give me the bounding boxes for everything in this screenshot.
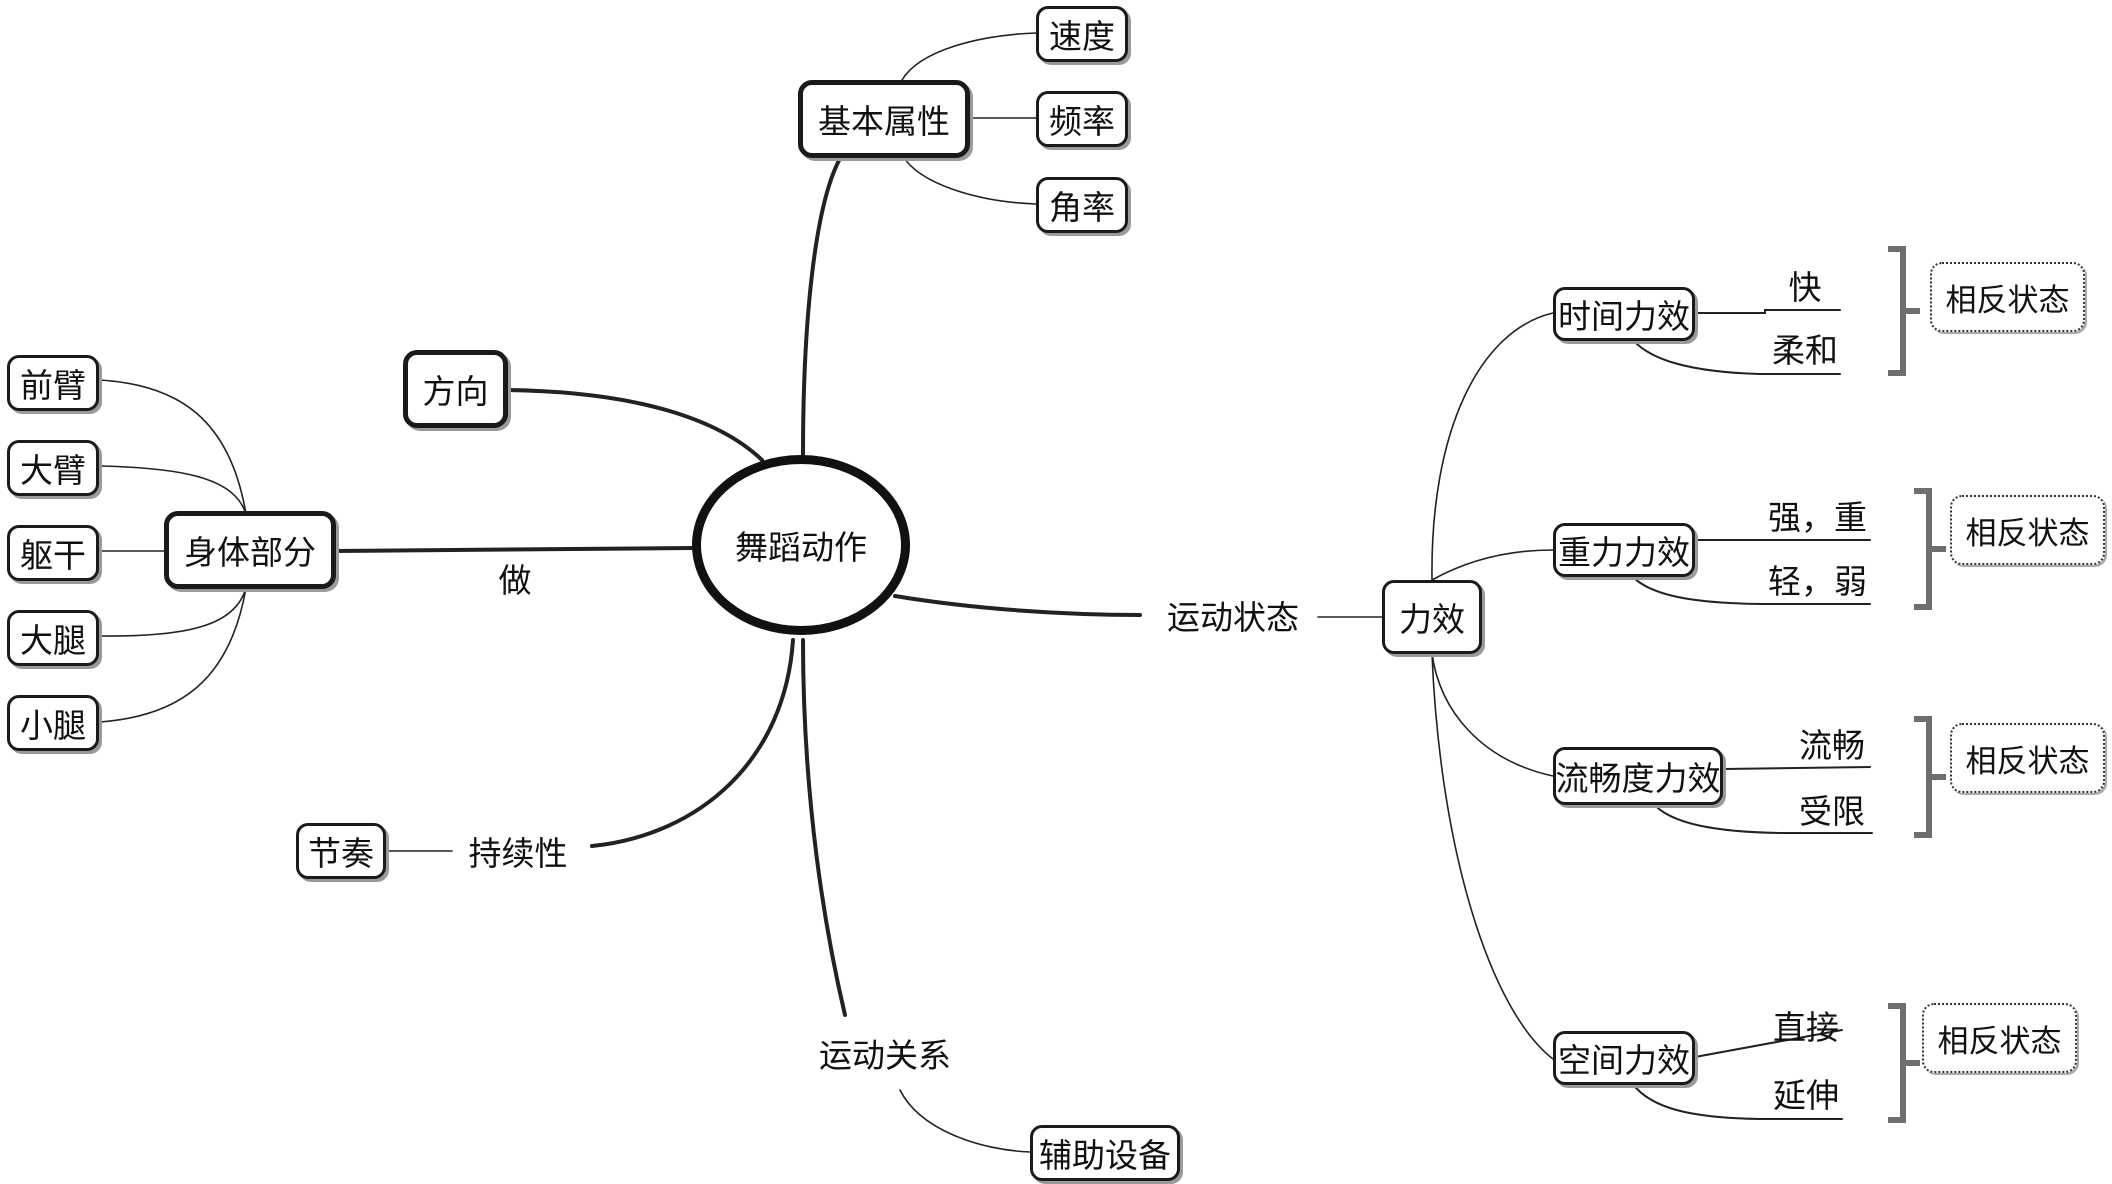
motion-relation-label: 运动关系 [819,1036,951,1075]
opposite-note-4: 相反状态 [1922,1003,2077,1073]
weight-effort-light: 轻，弱 [1768,562,1867,601]
space-effort-node[interactable]: 空间力效 [1553,1031,1695,1085]
flow-effort-node[interactable]: 流畅度力效 [1553,747,1723,805]
rhythm-node[interactable]: 节奏 [296,823,386,879]
basic-frequency[interactable]: 频率 [1036,91,1128,147]
basic-angle-rate[interactable]: 角率 [1036,177,1128,233]
time-effort-fast: 快 [1788,268,1822,307]
flow-effort-smooth: 流畅 [1799,726,1865,765]
flow-effort-restricted: 受限 [1799,792,1865,831]
opposite-bracket-1 [1888,246,1920,376]
opposite-note-2: 相反状态 [1950,495,2105,565]
center-label: 舞蹈动作 [735,528,867,567]
auxiliary-equipment-node[interactable]: 辅助设备 [1030,1125,1180,1181]
effort-node[interactable]: 力效 [1382,580,1482,654]
opposite-bracket-4 [1888,1003,1920,1123]
weight-effort-node[interactable]: 重力力效 [1553,523,1695,577]
center-node[interactable]: 舞蹈动作 [692,455,910,635]
space-effort-direct: 直接 [1773,1008,1839,1047]
time-effort-gentle: 柔和 [1772,331,1838,370]
body-part-forearm[interactable]: 前臂 [7,355,99,411]
duration-label: 持续性 [468,834,568,873]
body-part-thigh[interactable]: 大腿 [7,610,99,666]
body-part-calf[interactable]: 小腿 [7,695,99,751]
motion-state-label: 运动状态 [1167,598,1299,637]
basic-speed[interactable]: 速度 [1036,6,1128,62]
body-part-torso[interactable]: 躯干 [7,525,99,581]
do-label: 做 [498,561,532,600]
space-effort-extend: 延伸 [1773,1076,1839,1115]
opposite-bracket-3 [1914,716,1946,838]
direction-node[interactable]: 方向 [403,350,508,428]
time-effort-node[interactable]: 时间力效 [1553,287,1695,341]
opposite-note-3: 相反状态 [1950,723,2105,793]
opposite-bracket-2 [1914,488,1946,610]
weight-effort-strong: 强，重 [1768,498,1867,537]
body-part-upper-arm[interactable]: 大臂 [7,440,99,496]
basic-attributes-node[interactable]: 基本属性 [798,80,970,158]
opposite-note-1: 相反状态 [1930,262,2085,332]
body-parts-node[interactable]: 身体部分 [164,511,336,589]
